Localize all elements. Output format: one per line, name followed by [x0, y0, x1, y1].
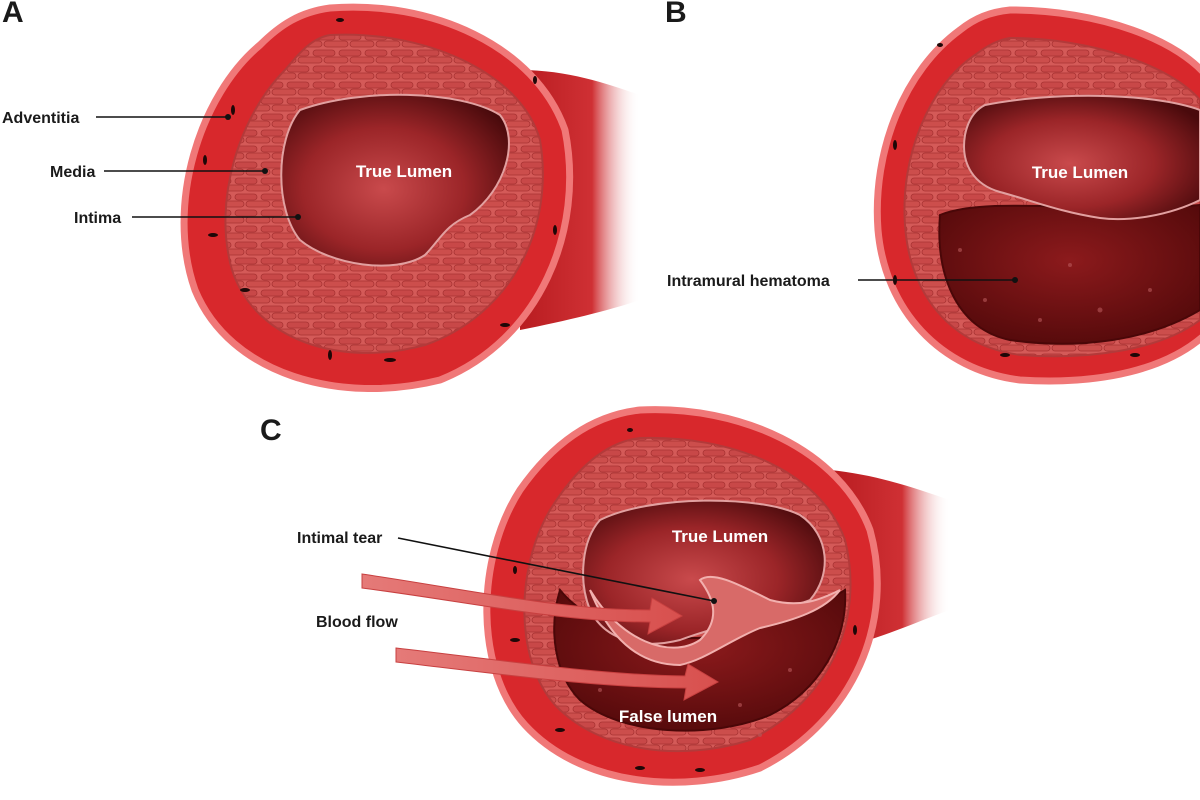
blood-flow-arrow-upper [361, 573, 684, 635]
panel-c-intimal-flap [589, 575, 841, 667]
panel-a-letter: A [2, 0, 24, 29]
panel-b-hematoma-pointer [1012, 277, 1018, 283]
blood-flow-arrow-lower [395, 647, 720, 701]
panel-a-media-label: Media [50, 164, 95, 181]
panel-a-adventitia-nuclei [203, 18, 557, 362]
panel-c-false-lumen-speckles [598, 668, 792, 737]
panel-c-letter: C [260, 414, 282, 447]
panel-c-intimal-tear-pointer [711, 598, 717, 604]
panel-a-true-lumen-label: True Lumen [356, 162, 452, 181]
panel-c: C [260, 406, 950, 786]
panel-a: A True Lumen Adventitia Media [2, 0, 640, 393]
panel-a-adventitia-label: Adventitia [2, 110, 79, 127]
panel-b-hematoma-label: Intramural hematoma [667, 273, 830, 290]
panel-c-blood-flow-arrows [361, 573, 720, 701]
panel-a-media-pointer [262, 168, 268, 174]
panel-a-adventitia-pointer [225, 114, 231, 120]
panel-c-false-lumen-label: False lumen [619, 707, 717, 726]
panel-b-true-lumen [963, 94, 1200, 221]
panel-a-intima-pointer [295, 214, 301, 220]
panel-c-adventitia-nuclei [510, 428, 857, 772]
panel-b: B True Lumen Intramural hematoma [665, 0, 1200, 385]
panel-c-intimal-tear-leader [397, 537, 715, 602]
panel-a-intima-label: Intima [74, 210, 121, 227]
panel-c-intimal-tear-label: Intimal tear [297, 530, 382, 547]
panel-b-true-lumen-label: True Lumen [1032, 163, 1128, 182]
panel-b-hematoma-speckles [958, 248, 1152, 322]
panel-c-blood-flow-label: Blood flow [316, 614, 398, 631]
panel-c-true-lumen-label: True Lumen [672, 527, 768, 546]
panel-a-true-lumen [280, 93, 510, 267]
panel-b-letter: B [665, 0, 687, 29]
panel-b-hematoma [938, 203, 1200, 345]
